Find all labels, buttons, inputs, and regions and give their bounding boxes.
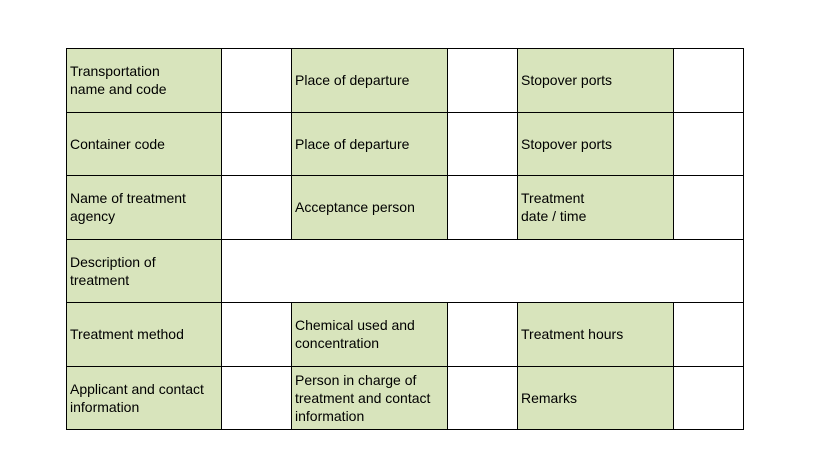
field-label: Treatment hours — [517, 302, 674, 367]
field-value-cell[interactable] — [673, 302, 744, 367]
field-value-input[interactable] — [451, 175, 518, 240]
field-label: Place of departure — [291, 48, 448, 113]
field-label: Stopover ports — [517, 48, 674, 113]
field-value-cell[interactable] — [447, 48, 518, 113]
field-value-cell[interactable] — [221, 302, 292, 367]
field-label: Container code — [66, 111, 222, 176]
field-value-cell[interactable] — [673, 175, 744, 240]
field-value-input[interactable] — [451, 48, 518, 113]
field-value-input[interactable] — [225, 238, 744, 303]
field-value-cell[interactable] — [673, 111, 744, 176]
field-value-input[interactable] — [677, 302, 744, 367]
field-value-input[interactable] — [225, 111, 292, 176]
field-label: Remarks — [517, 365, 674, 430]
field-value-input[interactable] — [225, 48, 292, 113]
field-value-input[interactable] — [225, 365, 292, 430]
field-value-input[interactable] — [677, 365, 744, 430]
field-value-input[interactable] — [677, 111, 744, 176]
field-value-cell[interactable] — [447, 111, 518, 176]
field-value-cell[interactable] — [447, 175, 518, 240]
field-label: Treatment method — [66, 302, 222, 367]
field-label: Stopover ports — [517, 111, 674, 176]
field-value-cell[interactable] — [673, 365, 744, 430]
field-value-cell[interactable] — [221, 48, 292, 113]
field-value-cell[interactable] — [447, 365, 518, 430]
field-value-cell[interactable] — [221, 238, 744, 303]
field-value-input[interactable] — [225, 175, 292, 240]
field-value-input[interactable] — [677, 175, 744, 240]
field-value-input[interactable] — [451, 365, 518, 430]
field-value-input[interactable] — [677, 48, 744, 113]
form-row: Container code Place of departure Stopover… — [66, 111, 744, 176]
field-value-cell[interactable] — [221, 175, 292, 240]
field-value-cell[interactable] — [221, 111, 292, 176]
field-value-cell[interactable] — [447, 302, 518, 367]
field-value-input[interactable] — [451, 302, 518, 367]
field-value-cell[interactable] — [673, 48, 744, 113]
field-label: Place of departure — [291, 111, 448, 176]
field-value-cell[interactable] — [221, 365, 292, 430]
field-value-input[interactable] — [225, 302, 292, 367]
field-label: Acceptance person — [291, 175, 448, 240]
field-value-input[interactable] — [451, 111, 518, 176]
